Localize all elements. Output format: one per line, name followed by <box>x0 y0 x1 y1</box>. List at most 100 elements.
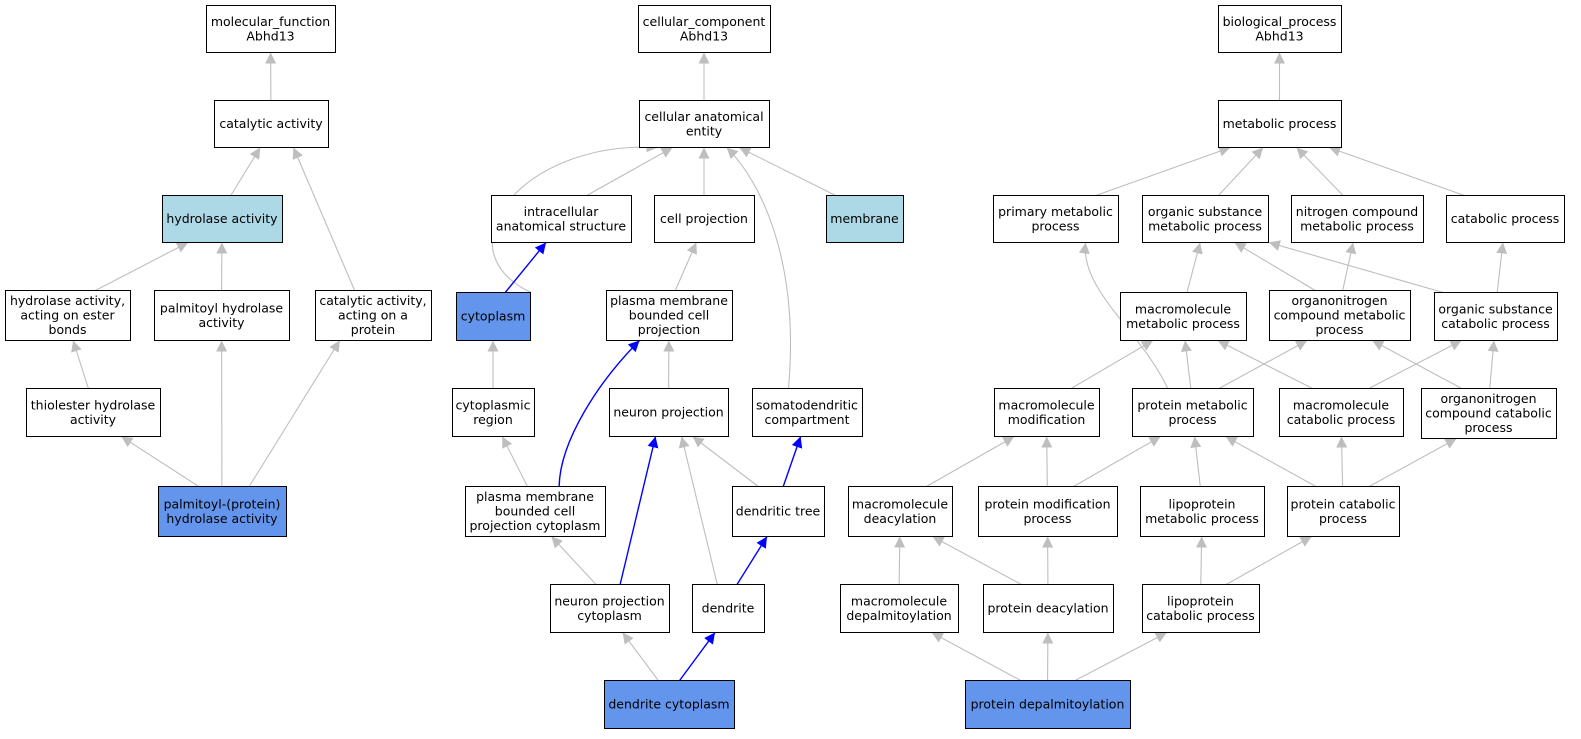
go-term-label: plasma membrane <box>476 489 594 504</box>
go-term-node-cellproj[interactable]: cell projection <box>654 195 755 243</box>
edge-dcyto-to-dendrite <box>679 632 716 681</box>
go-term-box <box>214 100 329 148</box>
go-term-label: Abhd13 <box>246 28 294 43</box>
go-term-label: nitrogen compound <box>1296 204 1418 219</box>
go-term-label: primary metabolic <box>998 204 1113 219</box>
go-term-node-dcyto[interactable]: dendrite cytoplasm <box>604 680 735 729</box>
edge-somato-to-cae <box>726 147 792 389</box>
go-term-label: cytoplasm <box>577 608 642 623</box>
go-term-box <box>162 195 283 243</box>
go-term-label: palmitoyl hydrolase <box>160 300 284 315</box>
go-term-label: process <box>1319 511 1367 526</box>
go-term-label: projection cytoplasm <box>470 518 601 533</box>
edge-hyd-to-cat <box>230 147 261 196</box>
go-term-box <box>456 292 531 341</box>
go-term-label: cytoplasm <box>461 309 526 324</box>
go-term-label: metabolic process <box>1300 218 1414 233</box>
go-term-box <box>732 486 825 537</box>
go-term-label: process <box>1464 420 1512 435</box>
go-term-box <box>1434 292 1558 341</box>
edge-macrocat-to-orgsubcat <box>1368 340 1462 389</box>
go-term-box <box>491 195 632 243</box>
go-term-box <box>158 486 287 537</box>
go-term-label: macromolecule <box>852 496 948 511</box>
go-term-box <box>1446 195 1565 243</box>
go-term-node-neuproj[interactable]: neuron projection <box>609 388 729 437</box>
go-term-label: catabolic process <box>1287 412 1396 427</box>
go-term-label: organonitrogen <box>1291 293 1387 308</box>
go-term-node-cytoplasm[interactable]: cytoplasm <box>456 292 531 341</box>
go-term-node-palprot[interactable]: palmitoyl-(protein)hydrolase activity <box>158 486 287 537</box>
edge-protdeac-to-macrodeac <box>932 536 1022 585</box>
go-term-node-dtree[interactable]: dendritic tree <box>732 486 825 537</box>
edge-pmbcpc-to-pmbcp <box>558 340 641 487</box>
go-term-label: protein catabolic <box>1291 496 1396 511</box>
go-term-box <box>1218 100 1342 148</box>
go-term-label: organic substance <box>1148 204 1263 219</box>
edge-orgsubcat-to-catab <box>1496 242 1508 293</box>
go-term-label: compartment <box>764 412 849 427</box>
go-term-label: deacylation <box>864 511 937 526</box>
go-term-box <box>840 584 959 633</box>
go-term-node-cat[interactable]: catalytic activity <box>214 100 329 148</box>
go-term-box <box>1140 486 1265 537</box>
go-term-node-protdepal[interactable]: protein depalmitoylation <box>965 680 1131 729</box>
go-term-node-hyd[interactable]: hydrolase activity <box>162 195 283 243</box>
go-term-node-membrane[interactable]: membrane <box>826 195 904 243</box>
go-term-node-catab[interactable]: catabolic process <box>1446 195 1565 243</box>
go-term-label: catalytic activity, <box>319 293 426 308</box>
edge-palprot-to-catprot <box>248 340 341 487</box>
go-term-label: hydrolase activity, <box>10 293 125 308</box>
go-term-label: activity <box>198 315 245 330</box>
go-term-node-metab[interactable]: metabolic process <box>1218 100 1342 148</box>
go-term-label: catabolic process <box>1441 316 1550 331</box>
go-term-box <box>978 486 1118 537</box>
edge-npc-to-pmbcpc <box>550 536 597 585</box>
edge-npc-to-neuproj <box>619 436 659 585</box>
go-term-label: organic substance <box>1438 301 1553 316</box>
go-term-node-protdeac[interactable]: protein deacylation <box>983 584 1114 633</box>
edge-orgnitro-to-orgsub <box>1234 242 1316 291</box>
go-term-label: metabolic process <box>1145 511 1259 526</box>
go-term-label: protein metabolic <box>1137 397 1247 412</box>
go-term-label: dendrite cytoplasm <box>608 697 729 712</box>
edge-macrodeac-to-macromod <box>926 436 1015 487</box>
go-term-node-dendrite[interactable]: dendrite <box>692 584 765 633</box>
go-term-box <box>609 388 729 437</box>
go-term-box <box>1120 292 1247 341</box>
edge-catprot-to-cat <box>292 147 356 291</box>
go-term-label: process <box>1315 322 1363 337</box>
go-term-label: Abhd13 <box>680 28 728 43</box>
edge-catab-to-metab <box>1328 145 1465 197</box>
